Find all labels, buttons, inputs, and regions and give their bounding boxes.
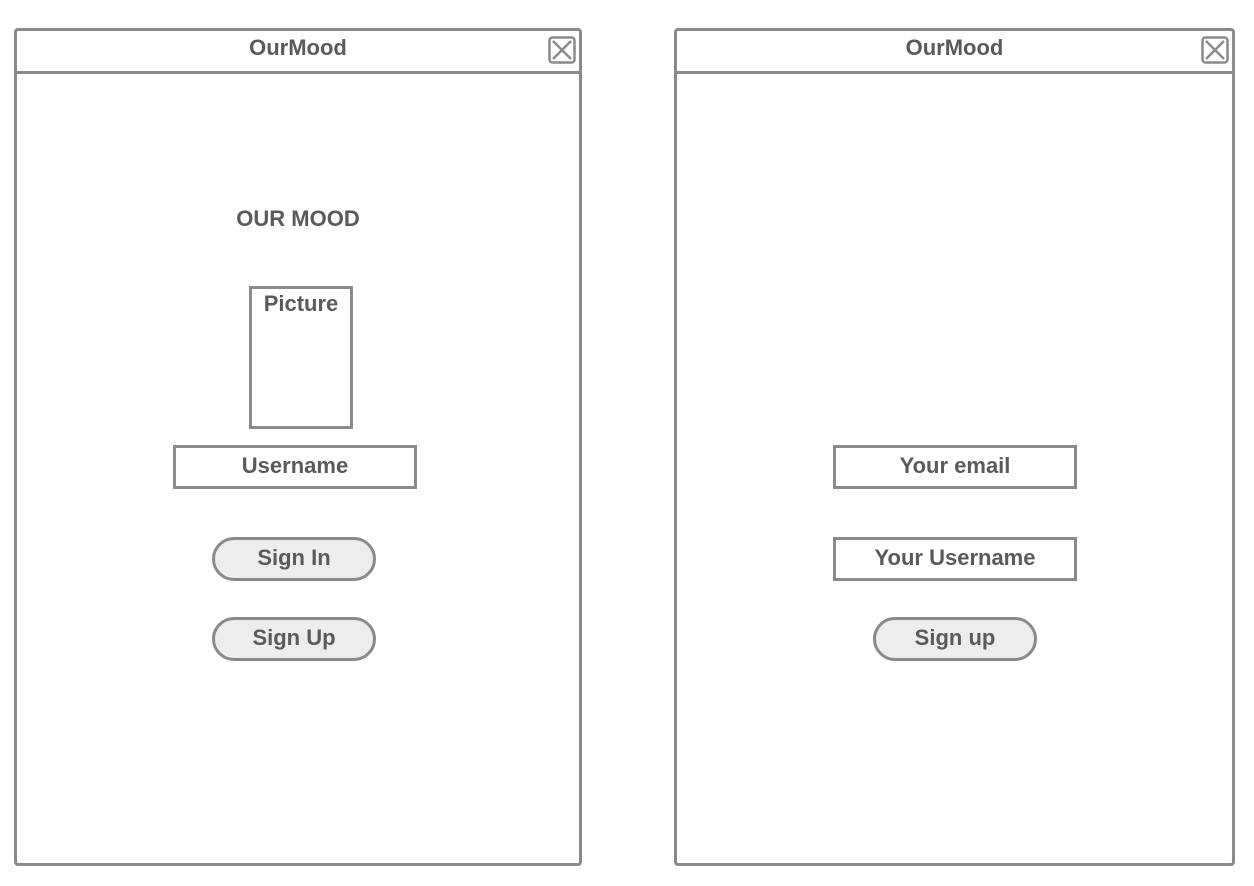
- sign-in-button[interactable]: Sign In: [212, 537, 376, 581]
- sign-up-button[interactable]: Sign up: [873, 617, 1037, 661]
- email-input[interactable]: Your email: [833, 445, 1077, 489]
- title-bar: OurMood: [677, 31, 1232, 74]
- close-box-icon: [1201, 36, 1229, 64]
- close-button[interactable]: [1201, 36, 1229, 64]
- title-bar: OurMood: [17, 31, 579, 74]
- window-title: OurMood: [905, 35, 1004, 60]
- username-input[interactable]: Username: [173, 445, 417, 489]
- app-heading: OUR MOOD: [236, 206, 360, 231]
- close-button[interactable]: [548, 36, 576, 64]
- window-title: OurMood: [249, 35, 347, 60]
- username-input[interactable]: Your Username: [833, 537, 1077, 581]
- sign-up-button[interactable]: Sign Up: [212, 617, 376, 661]
- sign-in-window: OurMood OUR MOOD Picture Username Sign I…: [14, 28, 582, 866]
- picture-placeholder: Picture: [249, 286, 353, 429]
- close-box-icon: [548, 36, 576, 64]
- sign-up-window: OurMood Your email Your Username Sign up: [674, 28, 1235, 866]
